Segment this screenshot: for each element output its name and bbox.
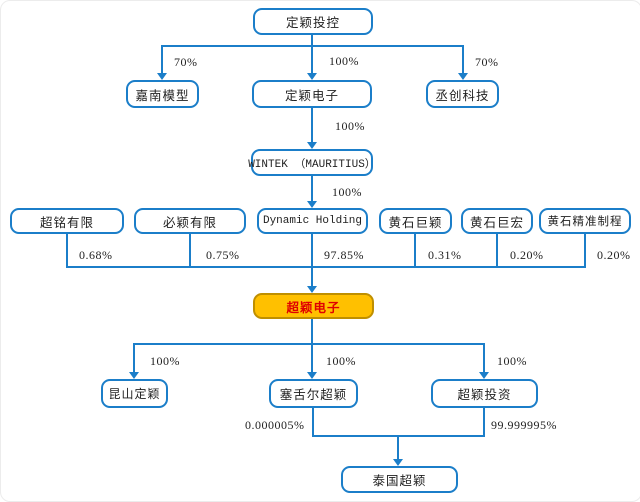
arrowhead-touzi	[479, 372, 489, 379]
pct-biying: 0.75%	[206, 248, 240, 262]
node-chaoying-touzi: 超颖投资	[431, 379, 538, 408]
arrowhead-chaoying	[307, 286, 317, 293]
arrowhead-jianan	[157, 73, 167, 80]
connector-bus-chaoying	[311, 266, 313, 287]
connector-to-wintek	[311, 108, 313, 143]
pct-touzi: 100%	[497, 354, 527, 368]
pct-wintek-dynamic: 100%	[332, 185, 362, 199]
node-wintek-mauritius: WINTEK （MAURITIUS）	[248, 149, 376, 176]
connector-branch-l5	[133, 343, 485, 345]
pct-dianzi-wintek: 100%	[335, 119, 365, 133]
node-dynamic-holding: Dynamic Holding	[257, 208, 368, 234]
connector-to-dynamic	[311, 176, 313, 202]
connector-touzi-bus2	[483, 408, 485, 437]
arrowhead-chengchuang	[458, 73, 468, 80]
node-taiguo-chaoying: 泰国超颖	[341, 466, 458, 493]
connector-biying-bus	[189, 234, 191, 267]
arrowhead-taiguo	[393, 459, 403, 466]
pct-toukong-chengchuang: 70%	[475, 55, 499, 69]
pct-kunshan: 100%	[150, 354, 180, 368]
node-biying-youxian: 必颖有限	[134, 208, 246, 234]
node-huangshi-juhong: 黄石巨宏	[461, 208, 533, 234]
node-kunshan-dingying: 昆山定颖	[101, 379, 168, 408]
arrowhead-dynamic	[307, 201, 317, 208]
arrowhead-dingying-dianzi	[307, 73, 317, 80]
connector-trunk-l5	[311, 319, 313, 345]
pct-juying: 0.31%	[428, 248, 462, 262]
pct-dynamic: 97.85%	[324, 248, 364, 262]
connector-to-saisheer	[311, 343, 313, 373]
pct-saisheer: 100%	[326, 354, 356, 368]
pct-saisheer-taiguo: 0.000005%	[245, 418, 305, 432]
connector-juhong-bus	[496, 234, 498, 267]
node-chengchuang-keji: 丞创科技	[426, 80, 499, 108]
pct-toukong-jianan: 70%	[174, 55, 198, 69]
arrowhead-wintek	[307, 142, 317, 149]
connector-trunk-l1	[311, 35, 313, 47]
pct-jingzhun: 0.20%	[597, 248, 631, 262]
connector-jingzhun-bus	[584, 234, 586, 267]
node-chaoming-youxian: 超铭有限	[10, 208, 124, 234]
pct-toukong-dianzi: 100%	[329, 54, 359, 68]
arrowhead-kunshan	[129, 372, 139, 379]
node-huangshi-jingzhun-zhicheng: 黄石精准制程	[539, 208, 631, 234]
node-saisheer-chaoying: 塞舌尔超颖	[269, 379, 358, 408]
connector-bus2-taiguo	[397, 435, 399, 460]
pct-chaoming: 0.68%	[79, 248, 113, 262]
connector-juying-bus	[414, 234, 416, 267]
node-jianan-moxing: 嘉南模型	[126, 80, 199, 108]
node-chaoying-dianzi: 超颖电子	[253, 293, 374, 319]
connector-to-touzi	[483, 343, 485, 373]
node-huangshi-juying: 黄石巨颖	[379, 208, 452, 234]
arrowhead-saisheer	[307, 372, 317, 379]
pct-juhong: 0.20%	[510, 248, 544, 262]
connector-shareholder-bus	[66, 266, 586, 268]
connector-to-kunshan	[133, 343, 135, 373]
connector-dynamic-bus	[311, 234, 313, 267]
node-dingying-toukong: 定颖投控	[253, 8, 373, 35]
connector-to-dingying-dianzi	[311, 45, 313, 74]
connector-to-chengchuang	[462, 45, 464, 74]
pct-touzi-taiguo: 99.999995%	[491, 418, 557, 432]
connector-to-jianan	[161, 45, 163, 74]
connector-saisheer-bus2	[312, 408, 314, 437]
node-dingying-dianzi: 定颖电子	[252, 80, 372, 108]
connector-chaoming-bus	[66, 234, 68, 267]
